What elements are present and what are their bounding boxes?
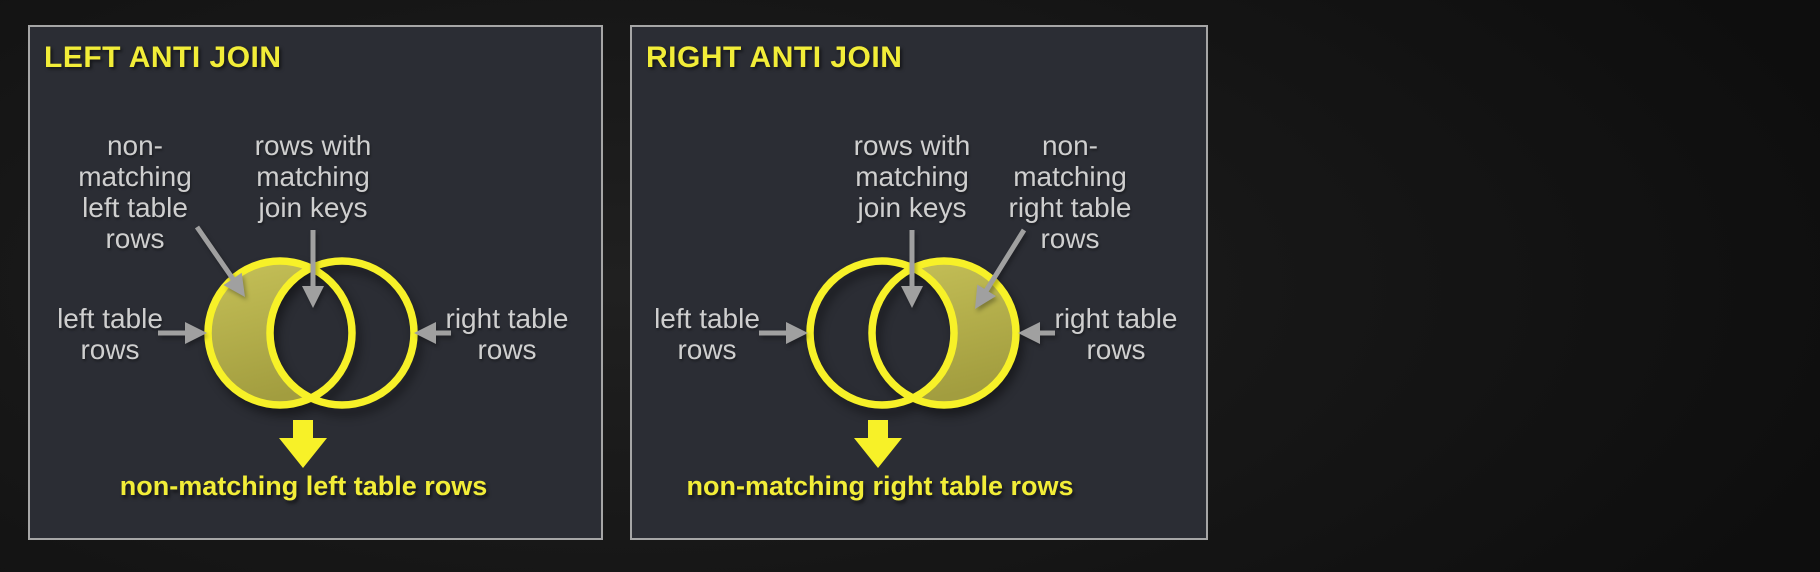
arrowhead-left-crescent-icon — [223, 272, 245, 297]
result-down-arrow-icon — [854, 420, 902, 468]
right-anti-join-panel: RIGHT ANTI JOIN rows with matching join … — [630, 25, 1208, 540]
label-arrows — [759, 228, 1055, 344]
arrowhead-left-circle-icon — [786, 322, 808, 344]
label-arrows — [158, 225, 451, 344]
left-anti-join-panel: LEFT ANTI JOIN non- matching left table … — [28, 25, 603, 540]
result-text: non-matching right table rows — [686, 471, 1074, 501]
arrowhead-intersection-icon — [901, 286, 923, 308]
arrow-to-left-crescent — [194, 225, 236, 281]
venn-diagram-left-anti — [158, 225, 451, 468]
label-matching-join-keys: rows with matching join keys — [853, 130, 971, 223]
arrowhead-intersection-icon — [302, 286, 324, 308]
panel-title: RIGHT ANTI JOIN — [646, 41, 903, 74]
arrowhead-right-circle-icon — [1018, 322, 1040, 344]
label-left-table-rows: left table rows — [57, 303, 163, 365]
arrow-to-right-crescent — [983, 228, 1027, 293]
label-right-table-rows: right table rows — [445, 303, 569, 365]
left-table-circle — [204, 257, 356, 409]
result-text: non-matching left table rows — [119, 471, 488, 501]
venn-diagram-right-anti — [759, 228, 1055, 468]
left-table-circle — [806, 257, 958, 409]
label-matching-join-keys: rows with matching join keys — [254, 130, 372, 223]
arrowhead-left-circle-icon — [185, 322, 207, 344]
right-table-circle — [868, 257, 1020, 409]
arrowhead-right-crescent-icon — [975, 284, 996, 309]
panel-title: LEFT ANTI JOIN — [44, 41, 282, 74]
result-down-arrow-icon — [279, 420, 327, 468]
label-non-matching-right-rows: non- matching right table rows — [1008, 130, 1132, 254]
label-non-matching-left-rows: non- matching left table rows — [78, 130, 192, 254]
arrowhead-right-circle-icon — [414, 322, 436, 344]
label-left-table-rows: left table rows — [654, 303, 760, 365]
label-right-table-rows: right table rows — [1054, 303, 1178, 365]
